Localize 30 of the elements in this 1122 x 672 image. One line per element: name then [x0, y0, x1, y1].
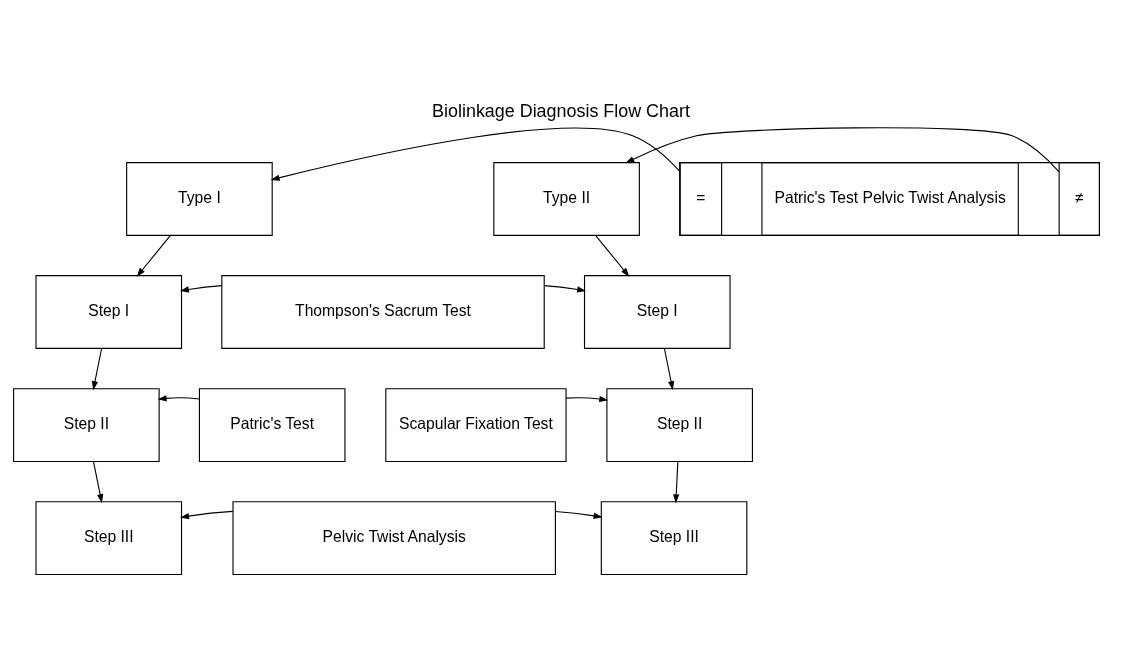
node-box: Pelvic Twist Analysis	[232, 500, 556, 575]
node-box: Patric's Test	[198, 387, 346, 462]
node-box: Type I	[126, 161, 273, 236]
node-box: Scapular Fixation Test	[385, 387, 567, 462]
node-box: =	[679, 161, 723, 236]
arrow	[594, 234, 630, 277]
node-box: Step I	[583, 274, 731, 349]
node-box: Step II	[13, 387, 160, 462]
diagram-title: Biolinkage Diagnosis Flow Chart	[432, 100, 690, 121]
arrow	[157, 394, 200, 401]
arrow	[92, 460, 104, 503]
arrow	[673, 460, 680, 503]
node-box: Step III	[600, 500, 748, 575]
arrow	[663, 347, 675, 390]
node-box: Thompson's Sacrum Test	[221, 274, 545, 349]
arrow	[625, 126, 1060, 172]
arrow	[270, 127, 681, 181]
arrow	[543, 284, 587, 293]
arrow	[136, 234, 172, 277]
node-box: Patric's Test Pelvic Twist Analysis	[761, 161, 1019, 236]
node-box: Step III	[35, 500, 183, 575]
node-box: Type II	[493, 161, 640, 236]
arrow	[179, 284, 223, 293]
arrow	[554, 510, 603, 519]
node-box: ≠	[1058, 161, 1100, 236]
node-box: Step I	[35, 274, 183, 349]
node-box: Step II	[606, 387, 753, 462]
arrow	[180, 510, 234, 519]
arrow	[565, 395, 609, 402]
arrow	[91, 347, 103, 390]
